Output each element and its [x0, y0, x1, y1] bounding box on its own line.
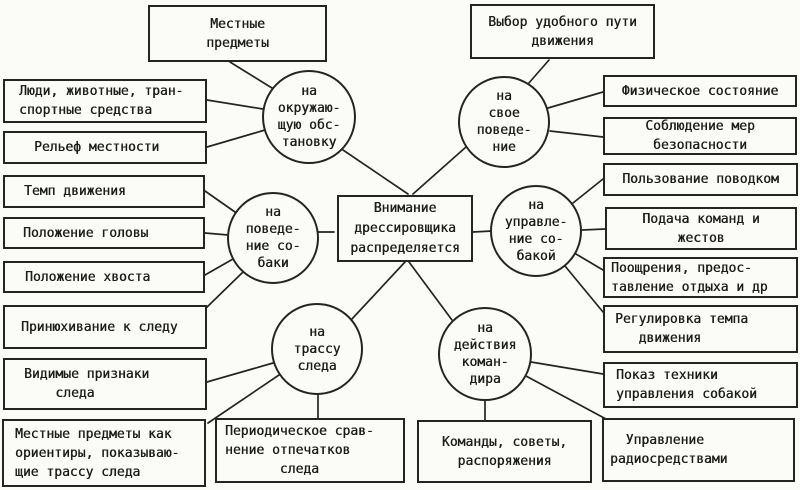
connector-line — [350, 261, 406, 321]
connector-line — [229, 61, 273, 89]
leaf-safety-measures: Соблюдение мер безопасности — [603, 117, 797, 155]
leaf-local-objects: Местные предметы — [148, 5, 327, 62]
leaf-physical-state: Физическое состояние — [603, 75, 797, 107]
connector-line — [206, 129, 266, 148]
leaf-commands-advice-orders: Команды, советы, распоряжения — [417, 420, 592, 483]
leaf-commands-and-gestures: Подача команд и жестов — [605, 207, 797, 250]
node-attention-dog-behavior: на поведе- ние со- баки — [227, 192, 319, 284]
node-attention-dog-control: на управле- ние со- бакой — [490, 185, 582, 277]
node-trainer-attention: Внимание дрессировщика распределяется — [337, 195, 473, 262]
connector-line — [412, 146, 467, 195]
leaf-route-choice: Выбор удобного пути движения — [470, 4, 655, 59]
connector-line — [572, 178, 604, 204]
leaf-movement-pace: Темп движения — [3, 175, 205, 208]
connector-line — [342, 149, 409, 195]
leaf-people-animals-transport: Люди, животные, тран- спортные средства — [3, 79, 207, 123]
connector-line — [527, 59, 550, 85]
node-attention-surroundings: на окружаю- щую обс- тановку — [262, 70, 356, 164]
connector-line — [206, 362, 274, 383]
leaf-terrain: Рельеф местности — [3, 131, 207, 164]
connector-line — [203, 271, 244, 311]
leaf-radio-control: Управление радиосредствами — [602, 418, 795, 482]
connector-line — [581, 228, 606, 231]
leaf-sniffing-track: Принюхивание к следу — [3, 305, 207, 349]
connector-line — [564, 265, 604, 313]
connector-line — [575, 253, 604, 271]
connector-line — [408, 261, 453, 321]
leaf-head-position: Положение головы — [3, 217, 205, 249]
leaf-tail-position: Положение хвоста — [3, 261, 205, 293]
connector-line — [204, 190, 236, 213]
connector-line — [547, 91, 604, 109]
connector-line — [204, 258, 234, 276]
leaf-pace-regulation: Регулировка темпа движения — [603, 305, 798, 353]
node-attention-own-behavior: на свое поведе- ние — [458, 76, 550, 168]
leaf-print-comparison: Периодическое срав- нение отпечатков сле… — [215, 418, 405, 483]
connector-line — [472, 230, 493, 233]
connector-line — [549, 130, 604, 138]
connector-line — [525, 375, 607, 420]
leaf-leash-use: Пользование поводком — [603, 163, 798, 196]
leaf-control-technique-demo: Показ техники управления собакой — [603, 362, 798, 408]
connector-line — [204, 232, 229, 236]
leaf-landmarks-showing-track: Местные предметы как ориентиры, показыва… — [2, 419, 206, 487]
connector-line — [206, 99, 264, 110]
connector-line — [530, 361, 604, 375]
node-attention-commander: на действия коман- дира — [438, 307, 532, 401]
connector-line — [207, 374, 280, 424]
node-attention-track: на трассу следа — [271, 303, 363, 395]
leaf-rewards-and-rest: Поощрения, предос- тавление отдыха и др — [603, 257, 798, 298]
leaf-visible-track-signs: Видимые признаки следа — [3, 358, 207, 410]
